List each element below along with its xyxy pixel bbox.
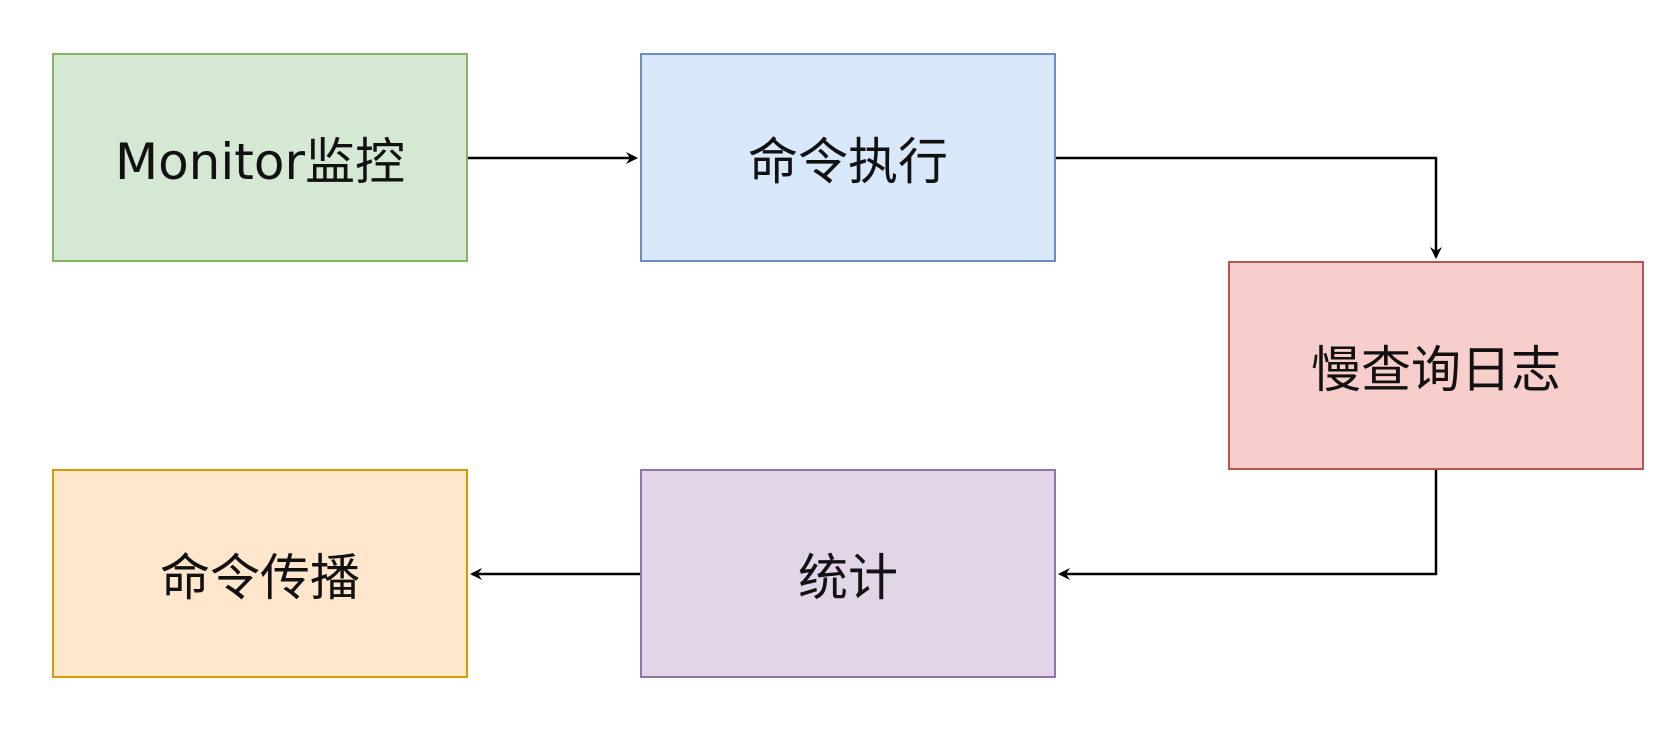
node-command-propagation-label: 命令传播 [160,548,360,607]
node-command-propagation: 命令传播 [52,469,468,678]
node-statistics: 统计 [640,469,1056,678]
node-slow-query-log: 慢查询日志 [1228,261,1644,470]
node-slow-query-log-label: 慢查询日志 [1311,340,1561,399]
node-command-execution: 命令执行 [640,53,1056,262]
edge-slowlog-to-stats [1058,470,1438,580]
node-monitor-label: Monitor监控 [114,132,406,191]
node-command-execution-label: 命令执行 [748,132,948,191]
node-monitor: Monitor监控 [52,53,468,262]
node-statistics-label: 统计 [798,548,898,607]
edge-exec-to-slowlog [1056,156,1442,259]
